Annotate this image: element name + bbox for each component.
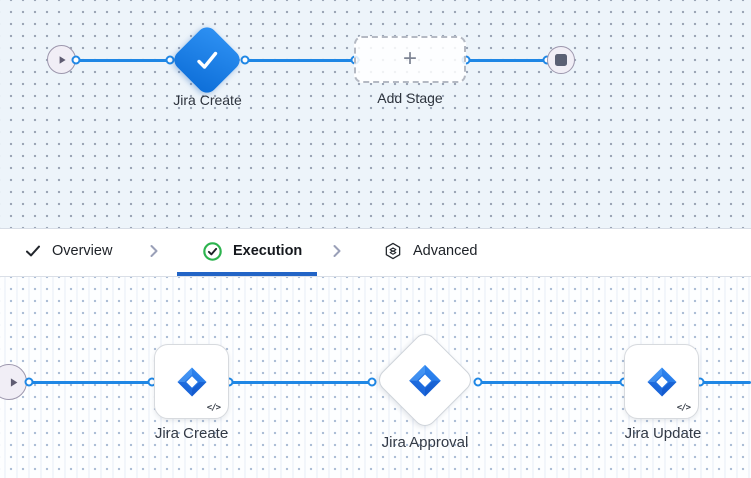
step-node-jira-update[interactable]: </> <box>624 344 699 419</box>
tab-label: Execution <box>233 243 303 259</box>
chevron-right-icon <box>332 229 342 273</box>
play-icon <box>59 55 66 64</box>
connector-port[interactable] <box>71 55 81 65</box>
play-icon <box>10 377 17 387</box>
connector-port[interactable] <box>24 377 34 387</box>
execution-canvas[interactable]: </> Jira Create Jira Approval </> Jira U… <box>0 277 751 478</box>
active-tab-underline <box>177 272 317 276</box>
edge-line <box>466 58 547 62</box>
edge-line <box>29 380 152 384</box>
step-node-jira-create[interactable]: </> <box>154 344 229 419</box>
code-badge: </> <box>676 403 691 413</box>
jira-icon <box>176 366 207 397</box>
tab-label: Advanced <box>413 243 478 259</box>
add-stage-label: Add Stage <box>377 90 443 106</box>
jira-icon <box>409 364 441 396</box>
tab-execution[interactable]: Execution <box>203 229 302 273</box>
check-circle-icon <box>203 241 222 261</box>
tab-advanced[interactable]: Advanced <box>384 229 478 273</box>
connector-port[interactable] <box>473 377 483 387</box>
code-badge: </> <box>206 403 221 413</box>
chevron-right-icon <box>149 229 159 273</box>
edge-line <box>76 58 170 62</box>
connector-port[interactable] <box>367 377 377 387</box>
edge-line <box>229 380 372 384</box>
hexagon-layers-icon <box>385 242 401 260</box>
pipeline-start-node[interactable] <box>47 45 76 74</box>
stage-canvas[interactable]: Jira Create + Add Stage <box>0 0 751 228</box>
step-node-jira-approval[interactable] <box>374 329 476 431</box>
step-label: Jira Create <box>154 425 229 442</box>
jira-icon <box>646 366 677 397</box>
edge-line <box>478 380 624 384</box>
stage-node-jira-create[interactable] <box>170 23 244 97</box>
stop-icon <box>555 54 567 66</box>
stage-label: Jira Create <box>173 92 242 108</box>
studio-tab-bar: Overview Execution Advanc <box>0 228 751 277</box>
connector-port[interactable] <box>240 55 250 65</box>
tab-overview[interactable]: Overview <box>25 229 112 273</box>
edge-line <box>700 380 751 384</box>
step-label: Jira Update <box>624 425 702 442</box>
add-stage-button[interactable]: + <box>354 36 466 83</box>
edge-line <box>245 58 355 62</box>
check-icon <box>26 245 40 257</box>
pipeline-end-node[interactable] <box>547 46 575 74</box>
step-label: Jira Approval <box>381 434 469 451</box>
plus-icon: + <box>402 44 417 72</box>
tab-label: Overview <box>52 243 113 259</box>
check-icon <box>197 51 218 69</box>
execution-start-node[interactable] <box>0 364 27 400</box>
